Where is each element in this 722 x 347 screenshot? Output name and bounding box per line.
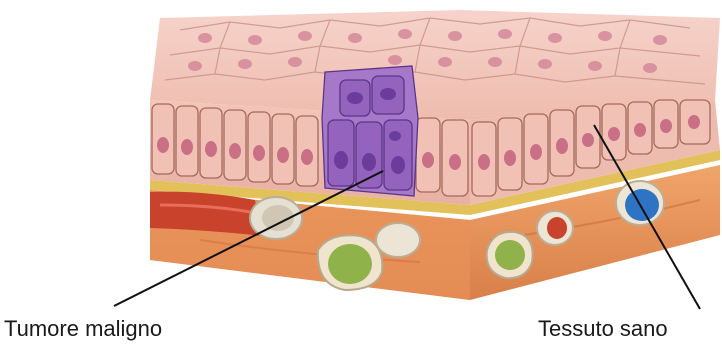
vessel-pale-middle xyxy=(376,223,420,257)
vessel-green-right xyxy=(487,232,533,278)
vessel-green-left xyxy=(318,235,382,290)
label-malignant-tumor: Tumore maligno xyxy=(4,316,162,342)
vessel-pale-left xyxy=(250,197,302,239)
label-healthy-tissue: Tessuto sano xyxy=(538,316,668,342)
vessel-red-right xyxy=(537,211,573,245)
